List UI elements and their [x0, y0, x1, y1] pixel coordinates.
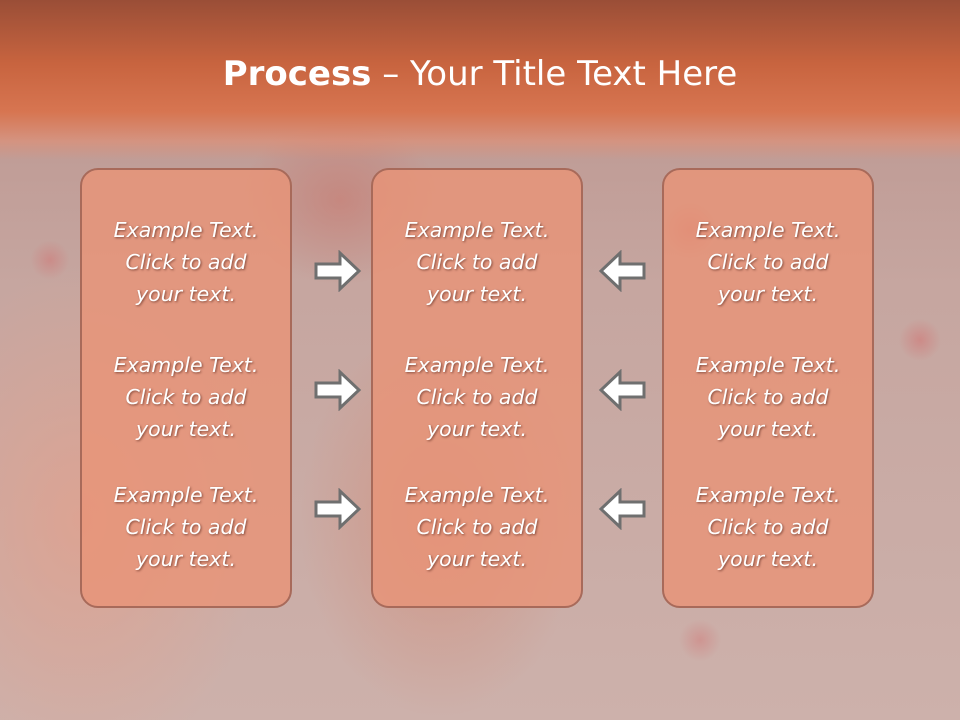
- arrow-left-icon[interactable]: [598, 369, 646, 411]
- title-bold: Process: [222, 54, 372, 94]
- text-placeholder[interactable]: Example Text. Click to add your text.: [695, 353, 841, 441]
- arrow-right-icon[interactable]: [314, 488, 362, 530]
- text-placeholder[interactable]: Example Text. Click to add your text.: [113, 353, 259, 441]
- text-placeholder[interactable]: Example Text. Click to add your text.: [113, 218, 259, 306]
- text-placeholder[interactable]: Example Text. Click to add your text.: [695, 483, 841, 571]
- text-placeholder[interactable]: Example Text. Click to add your text.: [404, 218, 550, 306]
- text-placeholder[interactable]: Example Text. Click to add your text.: [695, 218, 841, 306]
- title-band: [0, 0, 960, 160]
- title-rest: – Your Title Text Here: [371, 54, 738, 94]
- process-box-left[interactable]: Example Text. Click to add your text. Ex…: [80, 168, 292, 608]
- arrow-left-icon[interactable]: [598, 488, 646, 530]
- text-placeholder[interactable]: Example Text. Click to add your text.: [404, 353, 550, 441]
- arrow-right-icon[interactable]: [314, 369, 362, 411]
- slide-title[interactable]: Process – Your Title Text Here: [0, 52, 960, 96]
- arrow-right-icon[interactable]: [314, 250, 362, 292]
- arrow-left-icon[interactable]: [598, 250, 646, 292]
- text-placeholder[interactable]: Example Text. Click to add your text.: [113, 483, 259, 571]
- text-placeholder[interactable]: Example Text. Click to add your text.: [404, 483, 550, 571]
- process-box-right[interactable]: Example Text. Click to add your text. Ex…: [662, 168, 874, 608]
- process-box-center[interactable]: Example Text. Click to add your text. Ex…: [371, 168, 583, 608]
